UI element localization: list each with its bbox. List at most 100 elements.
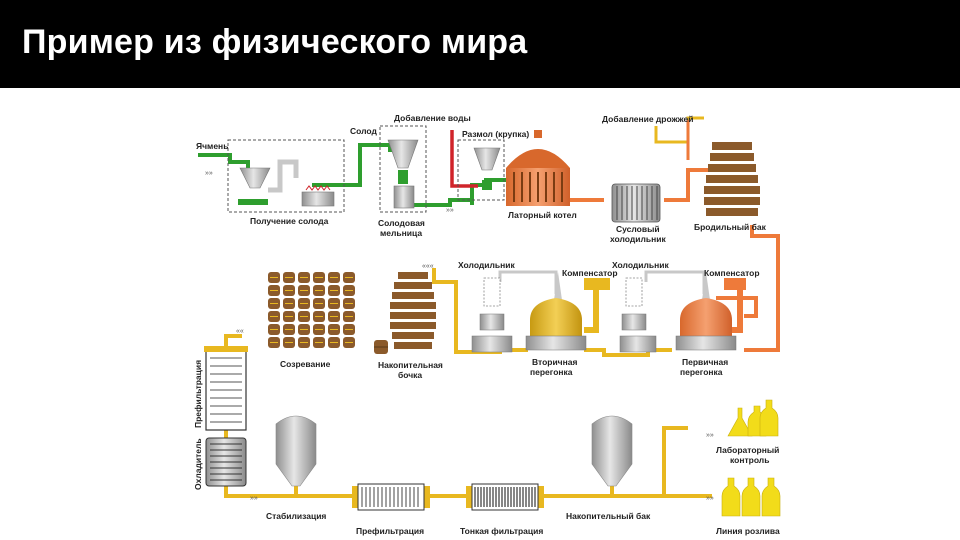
cooler-2-coil: [483, 277, 501, 307]
label-lab-control-line1: Лабораторный: [716, 445, 779, 455]
mill-outlet-pipe: [404, 198, 472, 207]
label-malt-mill-line1: Солодовая: [378, 218, 425, 228]
cooler-1-body: [621, 313, 647, 331]
malting-box: [227, 139, 345, 213]
grinding-box: [457, 139, 505, 201]
stabilization-tank: [275, 415, 317, 487]
secondary-still-neck: [554, 272, 562, 300]
label-stabilization: Стабилизация: [266, 511, 326, 521]
wort-cooler-coils: [616, 186, 658, 220]
label-wort-cooler: Сусловый холодильник: [610, 224, 666, 244]
label-lauter: Латорный котел: [508, 210, 577, 220]
water-pipe: [450, 130, 478, 188]
horizontal-prefilter-plates: [361, 487, 419, 507]
label-barley: Ячмень: [196, 141, 228, 151]
barley-pipe: [198, 153, 250, 175]
maturation-barrels: [268, 272, 355, 348]
slide-title: Пример из физического мира: [22, 23, 528, 61]
wort-cooler: [611, 183, 661, 223]
malting-hopper: [239, 167, 271, 189]
svg-text:««: ««: [236, 328, 244, 335]
retail-bottle-1: [721, 477, 741, 517]
secondary-still-base: [525, 335, 587, 351]
primary-still-outlet-pipe: [716, 296, 758, 318]
svg-text:»»: »»: [706, 432, 714, 439]
lab-bottle-2: [759, 399, 779, 437]
svg-text:»»: »»: [706, 495, 714, 502]
label-wort-cooler-line1: Сусловый: [616, 224, 660, 234]
label-storage-tank: Накопительный бак: [566, 511, 651, 521]
label-primary-line2: перегонка: [680, 367, 723, 377]
cooler-outlet-pipe: [224, 486, 352, 498]
cooler-1-tank: [619, 335, 657, 353]
compensator-1: [724, 278, 746, 290]
secondary-still-pot: [530, 298, 582, 336]
fermenter-tank: [704, 142, 760, 216]
retail-bottle-3: [761, 477, 781, 517]
kiln: [301, 191, 335, 207]
label-malt-mill-line2: мельница: [380, 228, 422, 238]
label-secondary: Вторичная перегонка: [530, 357, 580, 377]
label-malt: Солод: [350, 126, 377, 136]
title-bar: Пример из физического мира: [0, 0, 960, 88]
label-cooler-2: Холодильник: [458, 260, 516, 270]
primary-still-pot: [680, 298, 732, 336]
label-prefiltration: Префильтрация: [356, 526, 424, 536]
label-lab-control-line2: контроль: [730, 455, 769, 465]
label-primary-line1: Первичная: [682, 357, 728, 367]
cooler-2-tank: [471, 335, 513, 353]
svg-text:«««: «««: [422, 263, 434, 270]
cooler-to-fermenter-pipe: [664, 168, 708, 202]
label-malting: Получение солода: [250, 216, 329, 226]
lauter-tun-lid: [534, 130, 542, 138]
malting-pipe: [268, 159, 299, 193]
mill-box: [379, 125, 427, 213]
malt-pipe: [312, 143, 392, 187]
vertical-cooler-coils: [210, 443, 242, 481]
label-compensator-1: Компенсатор: [704, 268, 760, 278]
label-prefiltration-vertical: Префильтрация: [193, 360, 203, 428]
storage-tank: [591, 415, 633, 487]
label-storage-barrel-line1: Накопительная: [378, 360, 443, 370]
vertical-prefilter-cap: [204, 346, 248, 352]
kiln-heat: [305, 185, 331, 191]
svg-text:»»: »»: [205, 170, 213, 177]
label-fermenter: Бродильный бак: [694, 222, 767, 232]
horizontal-prefilter: [357, 483, 425, 511]
lauter-tun-dome: [506, 149, 570, 168]
label-cooler-vertical: Охладитель: [193, 438, 203, 490]
vertical-prefilter-plates: [210, 357, 242, 423]
label-secondary-line2: перегонка: [530, 367, 573, 377]
label-secondary-line1: Вторичная: [532, 357, 577, 367]
primary-still-base: [675, 335, 737, 351]
malting-bed: [238, 199, 268, 205]
cooler-1-coil: [625, 277, 643, 307]
cooler-2-body: [479, 313, 505, 331]
grinding-hopper: [473, 147, 501, 171]
prefilter-inlet-pipe: [224, 334, 242, 350]
label-fine-filtration: Тонкая фильтрация: [460, 526, 543, 536]
flow-arrows: »» »» ««« «« »» »» »»: [205, 170, 714, 502]
label-retail: Линия розлива: [716, 526, 780, 536]
secondary-vapor-pipe: [498, 270, 558, 294]
label-cooler-1: Холодильник: [612, 260, 670, 270]
storage-barrel-stack: [390, 272, 436, 349]
grinding-mixer: [482, 180, 492, 190]
primary-still-neck: [702, 272, 710, 300]
label-grinding: Размол (крупка): [462, 129, 529, 139]
label-storage-barrel: Накопительная бочка: [378, 360, 445, 380]
mill-base: [393, 185, 415, 209]
label-compensator-2: Компенсатор: [562, 268, 618, 278]
whisky-production-diagram: »» »» ««« «« »» »» »» Ячмень Получение с…: [193, 113, 782, 536]
compensator-1-pipe: [730, 286, 743, 333]
label-malt-mill: Солодовая мельница: [378, 218, 427, 238]
fermenter-to-still-pipe: [744, 225, 780, 352]
mill-hopper: [387, 139, 419, 169]
label-storage-barrel-line2: бочка: [398, 370, 422, 380]
svg-text:»»: »»: [446, 207, 454, 214]
compensator-2: [584, 278, 610, 290]
label-lab-control: Лабораторный контроль: [716, 445, 782, 465]
lauter-tun-rakes: [513, 172, 563, 202]
retail-bottle-2: [741, 477, 761, 517]
label-primary: Первичная перегонка: [680, 357, 731, 377]
